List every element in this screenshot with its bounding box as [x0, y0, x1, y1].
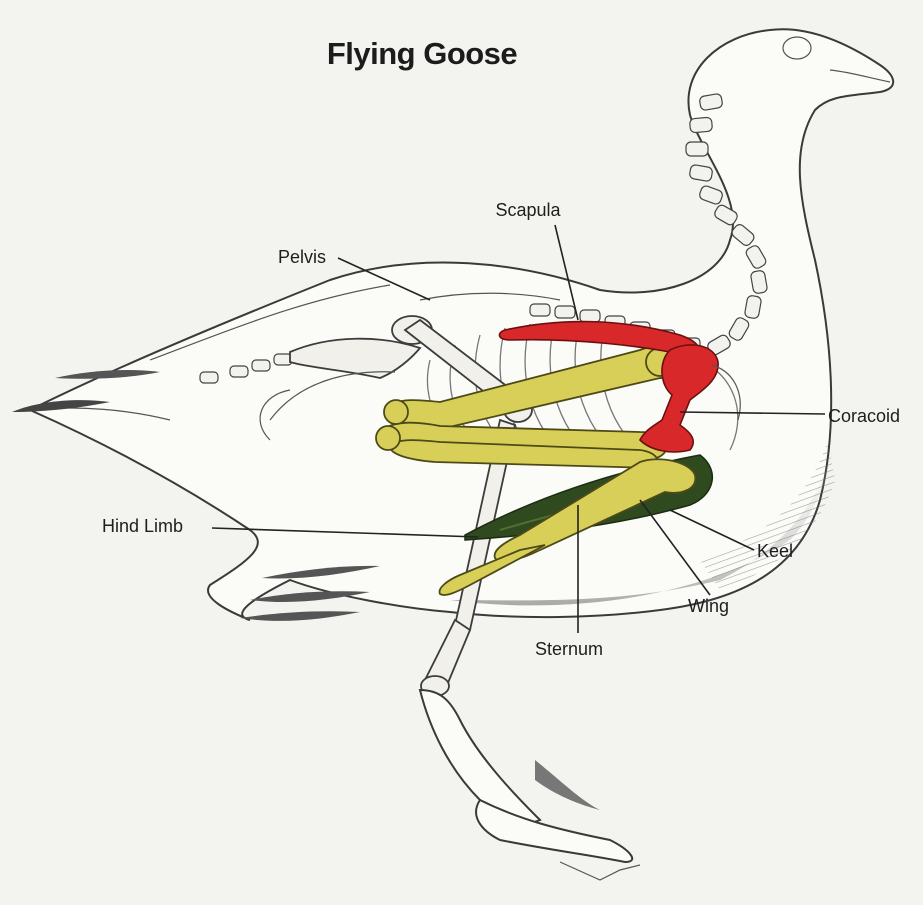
svg-text:Hind Limb: Hind Limb	[102, 516, 183, 536]
svg-text:Scapula: Scapula	[495, 200, 561, 220]
svg-text:Wing: Wing	[688, 596, 729, 616]
svg-text:Keel: Keel	[757, 541, 793, 561]
diagram-title: Flying Goose	[327, 36, 518, 71]
svg-text:Sternum: Sternum	[535, 639, 603, 659]
svg-text:Coracoid: Coracoid	[828, 406, 900, 426]
svg-text:Pelvis: Pelvis	[278, 247, 326, 267]
